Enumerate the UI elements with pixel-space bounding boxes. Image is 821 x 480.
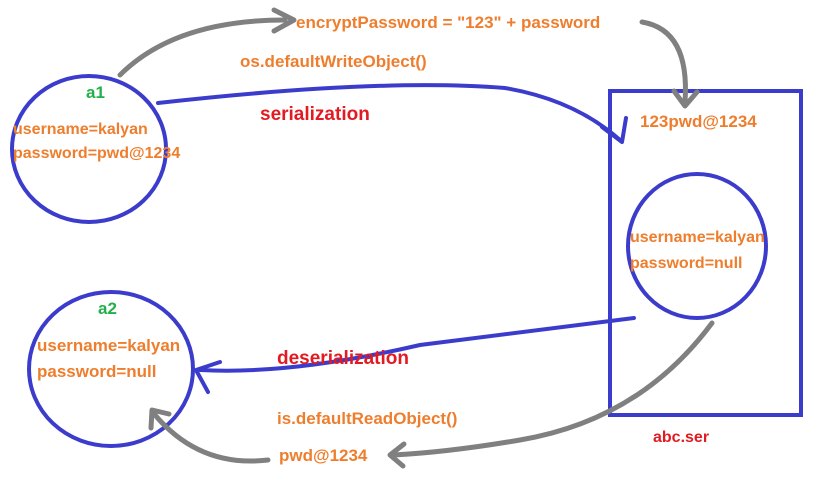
deserialization-label: deserialization [277, 348, 409, 369]
file-username: username=kalyan [630, 229, 765, 246]
file-name: abc.ser [653, 429, 710, 446]
arrow-to-a2 [152, 412, 271, 464]
object-a2-username: username=kalyan [37, 336, 181, 355]
write-method: os.defaultWriteObject() [240, 52, 427, 71]
arrow-to-encrypted-value-head [671, 88, 700, 109]
object-a1-circle [10, 74, 168, 224]
file-object-circle [626, 172, 768, 320]
object-a1-username: username=kalyan [13, 121, 148, 138]
arrow-to-decrypted-value [391, 320, 715, 458]
serialization-arrow-head [600, 116, 628, 144]
arrow-to-decrypted-value-head [387, 441, 407, 469]
read-method: is.defaultReadObject() [277, 409, 458, 428]
arrow-to-encrypt-head [271, 7, 297, 34]
file-password: password=null [630, 255, 743, 272]
file-box [608, 89, 803, 417]
arrow-to-encrypt [117, 17, 288, 78]
serialization-arrow [156, 83, 622, 142]
arrow-to-a2-head [148, 407, 172, 431]
decrypted-value: pwd@1234 [279, 446, 368, 465]
encrypt-formula: encryptPassword = "123" + password [296, 13, 601, 32]
object-a2-circle [27, 290, 195, 448]
deserialization-arrow [198, 316, 636, 373]
serialization-label: serialization [260, 104, 370, 125]
encrypted-value: 123pwd@1234 [640, 112, 757, 131]
object-a2-name: a2 [98, 299, 117, 318]
object-a2-password: password=null [37, 362, 157, 381]
arrow-to-encrypted-value [639, 19, 688, 105]
deserialization-arrow-head [194, 360, 222, 394]
object-a1-name: a1 [86, 83, 105, 102]
object-a1-password: password=pwd@1234 [13, 145, 181, 162]
